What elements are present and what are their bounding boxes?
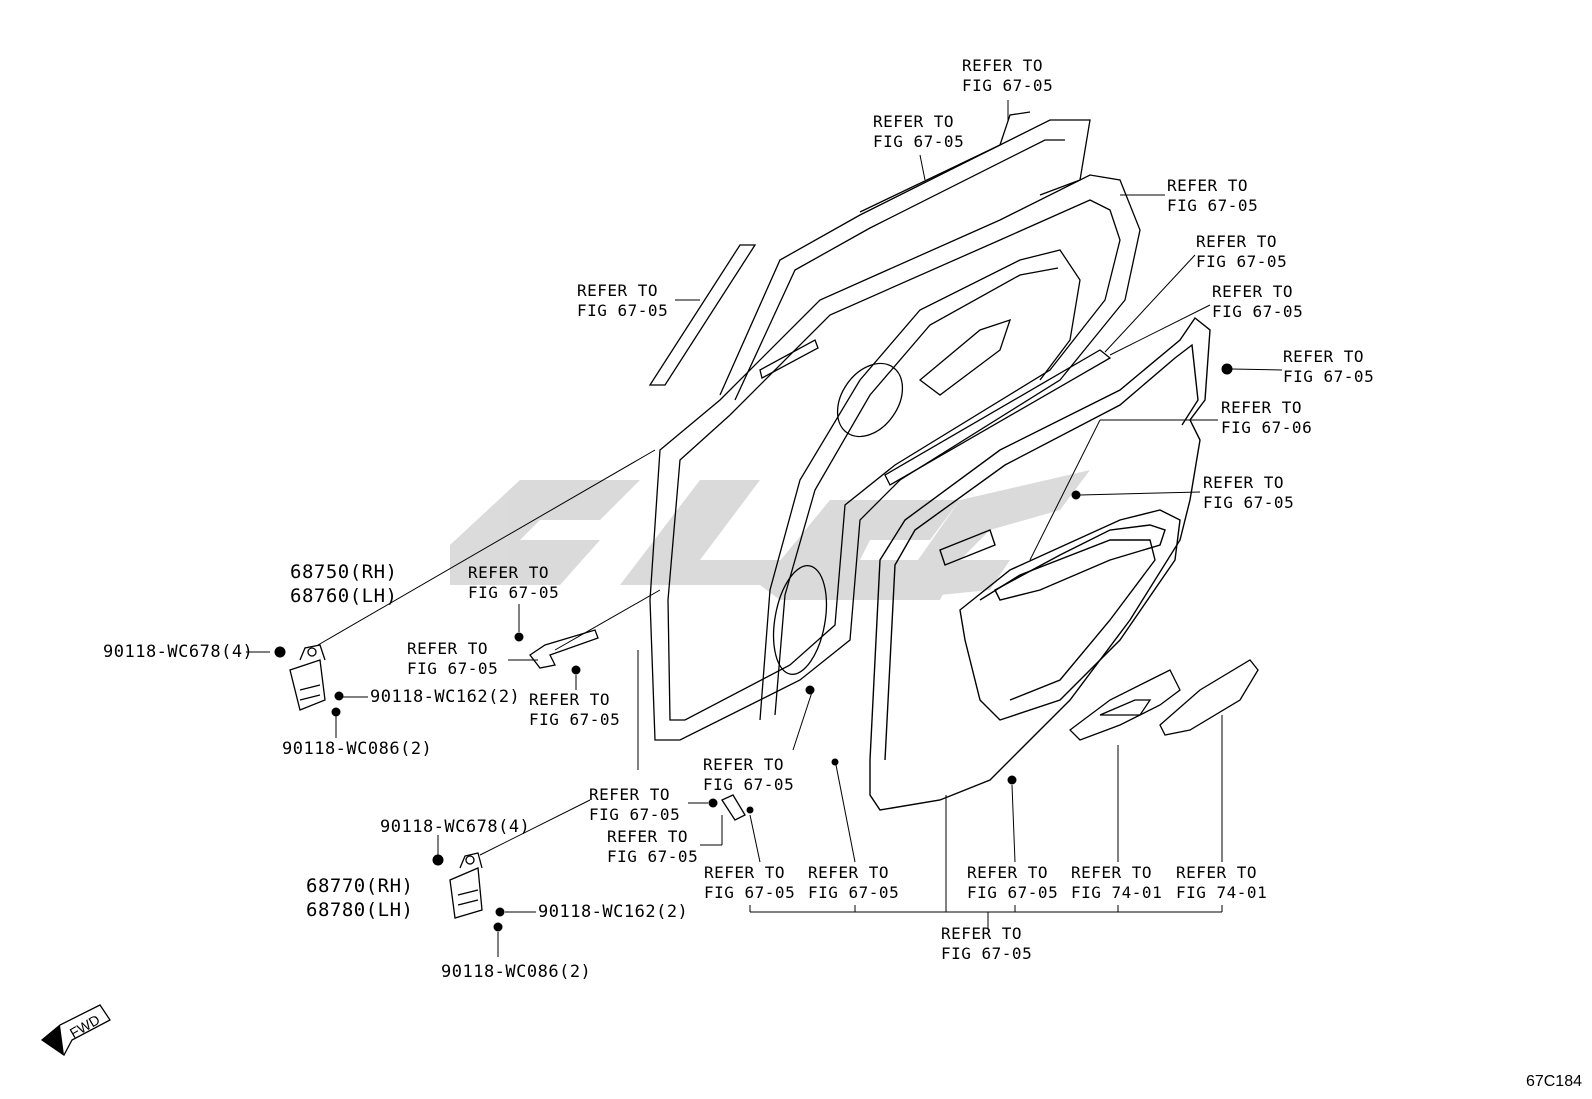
- upper-hinge-part-number: 68750(RH)68760(LH): [290, 561, 398, 607]
- figure-id: 67C184: [1525, 1073, 1582, 1090]
- door-check: [529, 629, 599, 669]
- lower-hinge-part-number: 68770(RH)68780(LH): [306, 875, 414, 921]
- armrest-cover: [1069, 659, 1259, 741]
- fasteners: [274, 363, 1233, 932]
- bolt-lower-part-number: 90118-WC678(4): [380, 817, 531, 837]
- washer-lower-part-number: 90118-WC086(2): [441, 962, 592, 982]
- watermark-logo: [450, 470, 1090, 600]
- bracket-part: [721, 794, 746, 821]
- nut-upper-part-number: 90118-WC162(2): [370, 687, 521, 707]
- leader-lines: [246, 100, 1283, 957]
- door-outer-panel: [648, 111, 1141, 741]
- bolt-upper-part-number: 90118-WC678(4): [103, 642, 254, 662]
- door-trim-board: [869, 316, 1211, 811]
- nut-lower-part-number: 90118-WC162(2): [538, 902, 689, 922]
- upper-hinge-drawing: [289, 644, 326, 711]
- washer-upper-part-number: 90118-WC086(2): [282, 739, 433, 759]
- lower-hinge-drawing: [449, 852, 483, 919]
- fwd-arrow-icon: FWD: [40, 1004, 111, 1056]
